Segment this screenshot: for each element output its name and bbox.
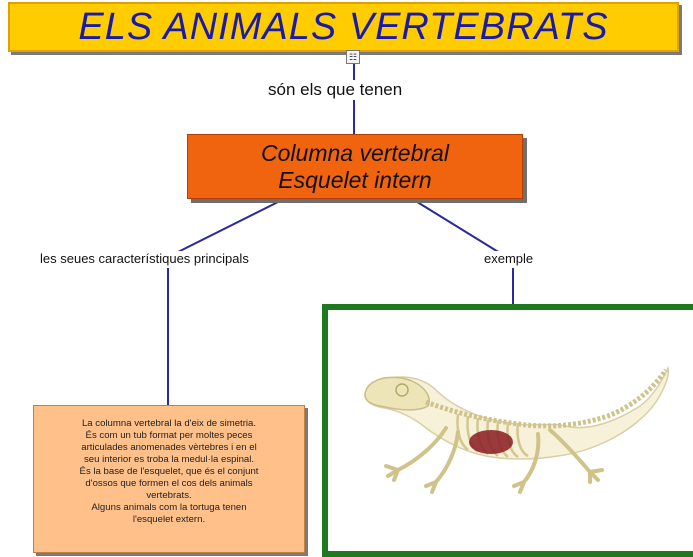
example-image-frame[interactable] — [322, 304, 693, 557]
lizard-eye-socket — [395, 383, 409, 397]
description-line: Alguns animals com la tortuga tenen — [91, 502, 247, 513]
connector-concept-to-example — [413, 199, 501, 254]
lizard-spine — [425, 368, 669, 429]
link-label-exemple: exemple — [484, 251, 534, 266]
lizard-legs — [384, 426, 604, 494]
concept-line-1: Columna vertebral — [261, 139, 449, 166]
diagram-title: ELS ANIMALS VERTEBRATS — [78, 5, 609, 48]
concept-line-2: Esquelet intern — [278, 166, 432, 193]
concept-box-columna-vertebral[interactable]: Columna vertebral Esquelet intern — [187, 134, 523, 199]
description-line: És com un tub format per moltes peces — [85, 430, 253, 441]
lizard-organs — [469, 430, 513, 454]
description-line: l'esquelet extern. — [132, 514, 206, 525]
lizard-skeleton-image — [364, 365, 670, 494]
description-line: articulades anomenades vèrtebres i en el — [81, 442, 257, 453]
title-bar: ELS ANIMALS VERTEBRATS — [8, 2, 679, 52]
connector-concept-to-characteristics — [175, 199, 283, 254]
description-line: La columna vertebral la d'eix de simetri… — [81, 418, 257, 429]
description-line: vertebrats. — [146, 490, 192, 501]
description-box[interactable]: La columna vertebral la d'eix de simetri… — [33, 405, 305, 553]
description-line: d'ossos que formen el cos dels animals — [85, 478, 253, 489]
link-label-caracteristiques: les seues característiques principals — [40, 251, 249, 266]
link-label-son-els-que-tenen: són els que tenen — [268, 80, 403, 100]
description-line: seu interior es troba la medul·la espina… — [83, 454, 255, 465]
description-line: És la base de l'esquelet, que és el conj… — [79, 466, 259, 477]
hyperlink-icon[interactable]: ☷ — [346, 50, 360, 64]
